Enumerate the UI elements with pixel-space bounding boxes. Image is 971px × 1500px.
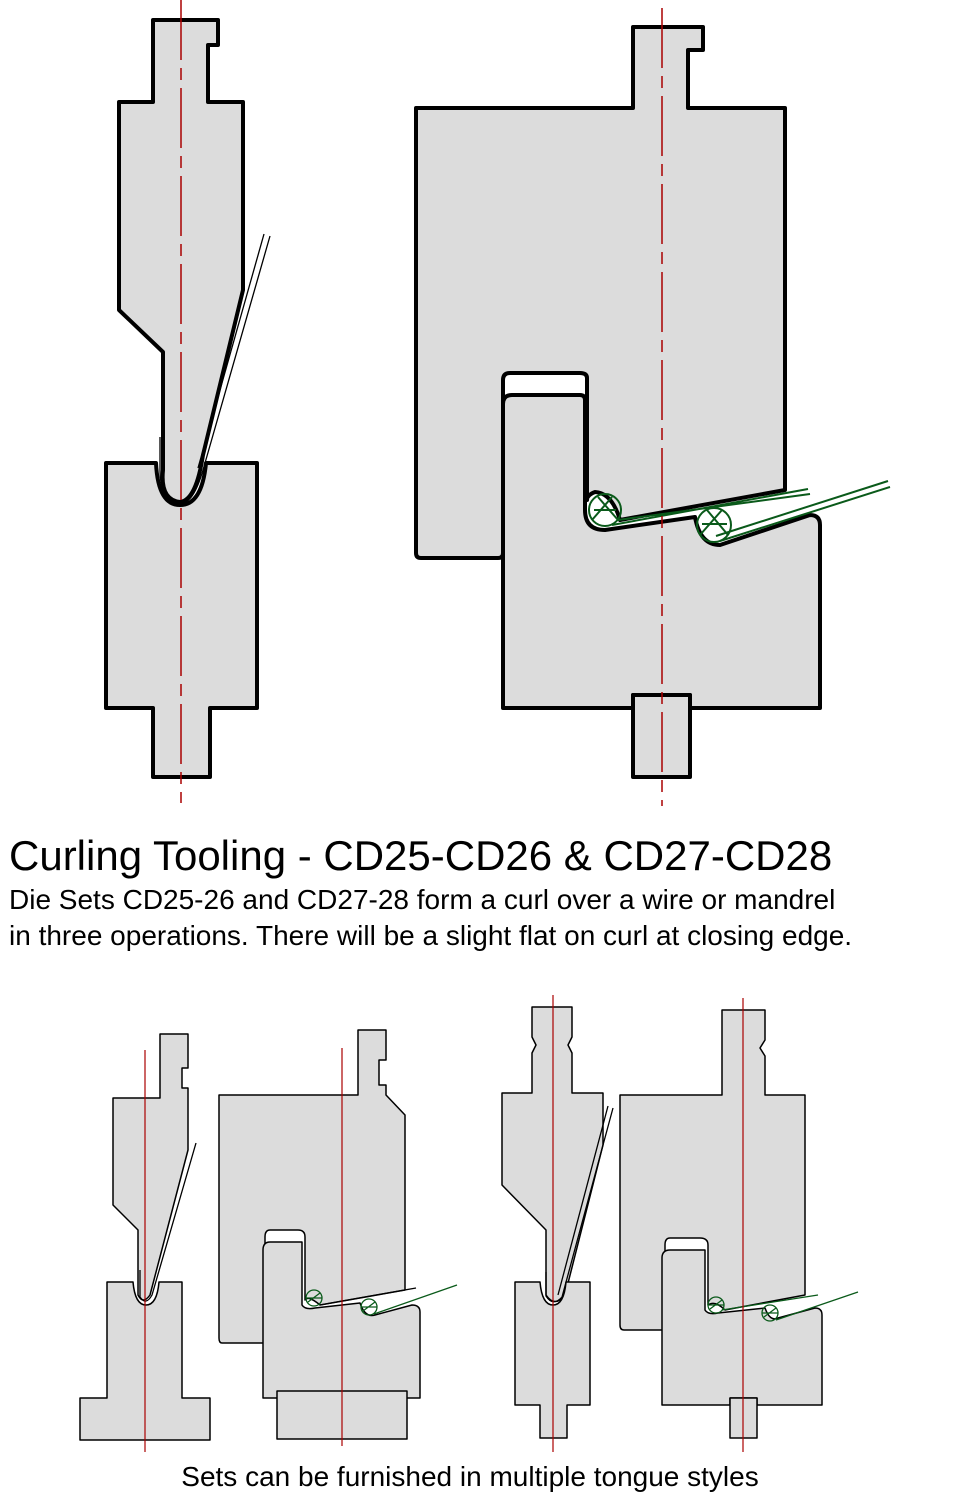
punch-and-die-large (104, 0, 271, 803)
curling-die-large (414, 8, 891, 806)
punch (117, 18, 245, 504)
description-line-1: Die Sets CD25-26 and CD27-28 form a curl… (9, 884, 836, 915)
page-title: Curling Tooling - CD25-CD26 & CD27-CD28 (9, 832, 833, 879)
curl-wire-2 (696, 480, 891, 543)
tongue-style-b (501, 995, 859, 1452)
tongue-style-a (79, 1029, 458, 1452)
sheet-metal (159, 235, 271, 504)
description-line-2: in three operations. There will be a sli… (9, 920, 853, 951)
caption: Sets can be furnished in multiple tongue… (181, 1461, 759, 1492)
upper-curling-die (414, 25, 787, 560)
